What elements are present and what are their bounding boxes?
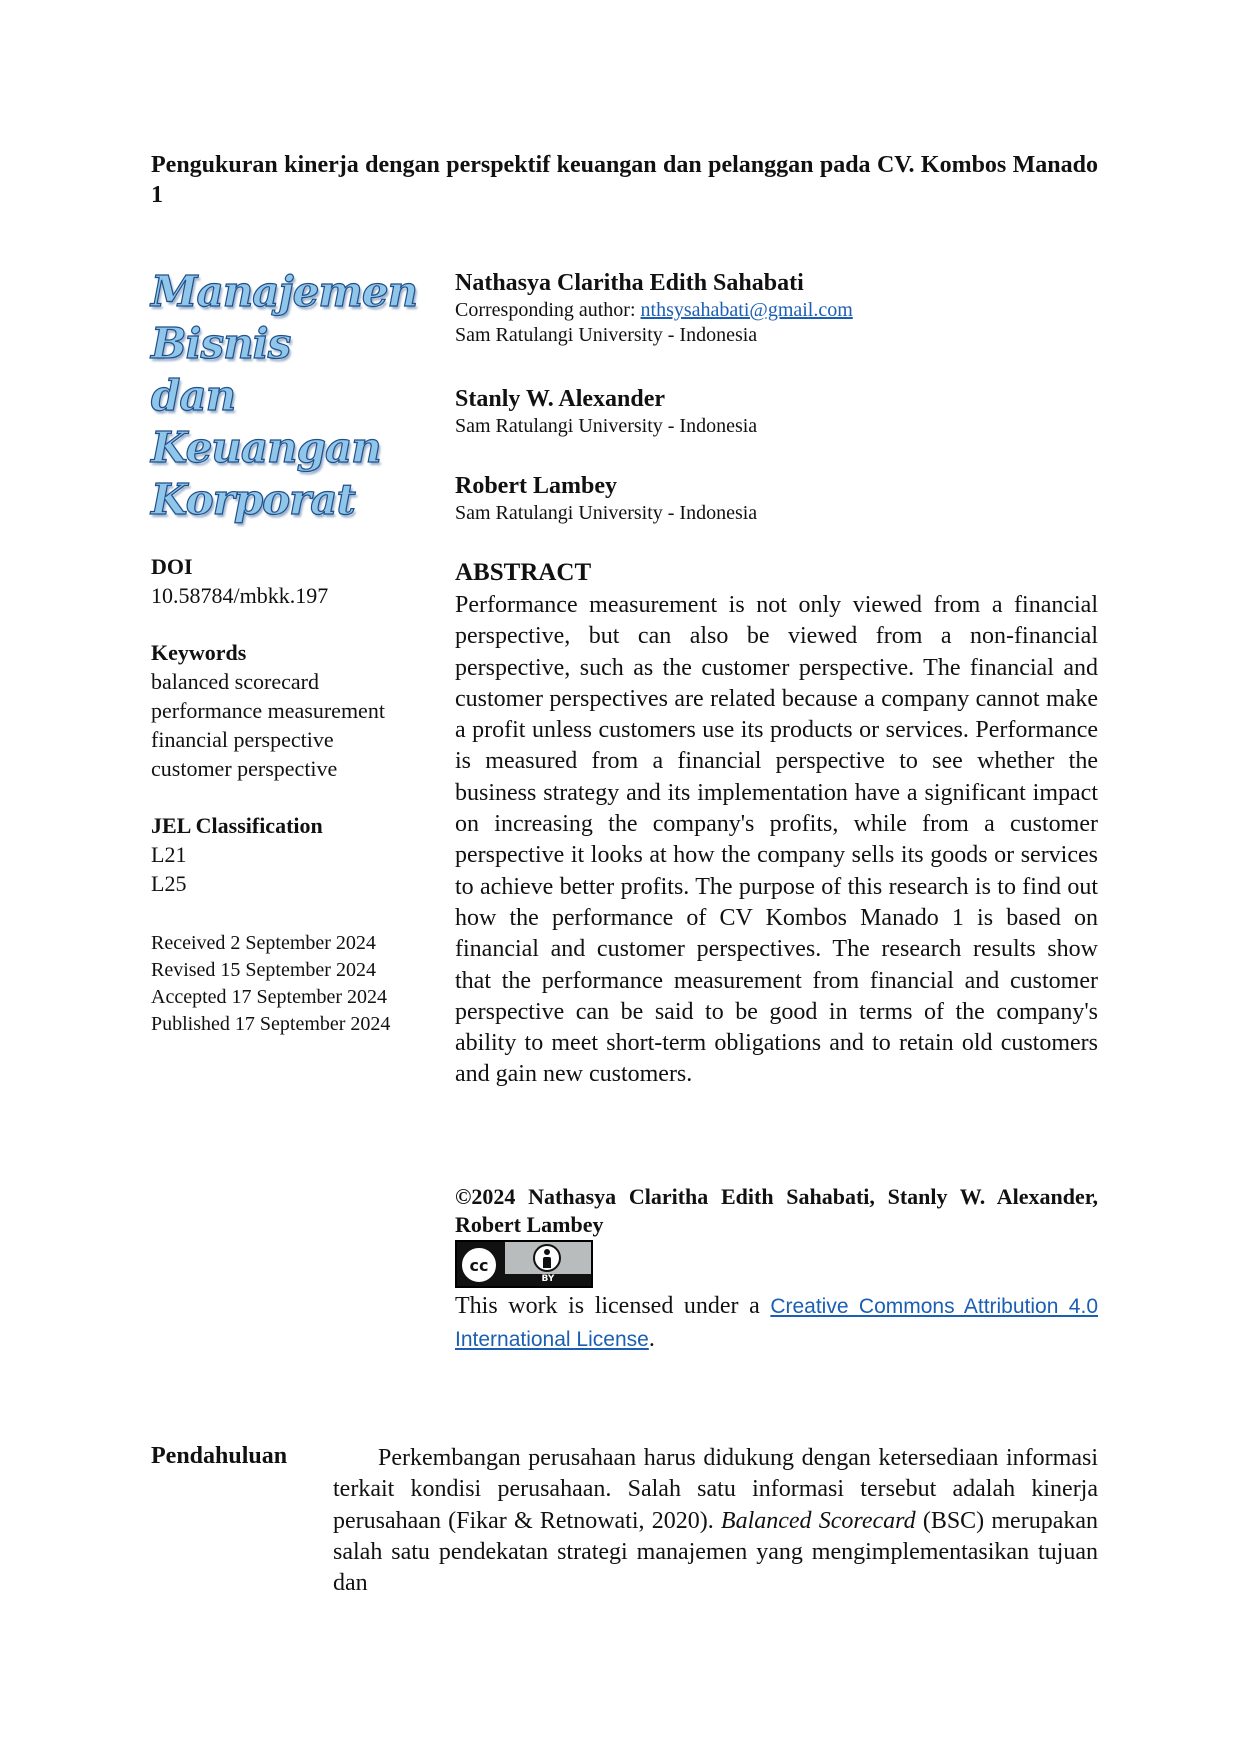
dates-block: Received 2 September 2024 Revised 15 Sep… bbox=[151, 930, 441, 1038]
date-published: Published 17 September 2024 bbox=[151, 1013, 391, 1035]
keyword-item: financial perspective bbox=[151, 727, 334, 752]
intro-paragraph: Perkembangan perusahaan harus didukung d… bbox=[333, 1443, 1098, 1599]
corresponding-label: Corresponding author: bbox=[455, 299, 641, 321]
logo-line: Korporat bbox=[150, 474, 356, 524]
logo-line: Bisnis bbox=[150, 318, 291, 368]
keywords-block: Keywords balanced scorecard performance … bbox=[151, 638, 441, 783]
copyright-notice: ©2024 Nathasya Claritha Edith Sahabati, … bbox=[455, 1184, 1098, 1237]
license-link[interactable]: Creative Commons Attribution 4.0 Interna… bbox=[455, 1295, 1098, 1351]
author-affiliation: Sam Ratulangi University - Indonesia bbox=[455, 502, 758, 524]
date-received: Received 2 September 2024 bbox=[151, 932, 376, 954]
journal-logo: Manajemen Bisnis dan Keuangan Korporat bbox=[150, 266, 421, 526]
jel-block: JEL Classification L21 L25 bbox=[151, 811, 441, 898]
author-name: Nathasya Claritha Edith Sahabati bbox=[455, 270, 804, 296]
author-affiliation: Sam Ratulangi University - Indonesia bbox=[455, 324, 758, 346]
author-3: Robert Lambey Sam Ratulangi University -… bbox=[455, 471, 1098, 526]
jel-item: L21 bbox=[151, 842, 187, 867]
by-label: BY bbox=[541, 1274, 555, 1284]
intro-text: Perkembangan perusahaan harus didukung d… bbox=[333, 1445, 1098, 1534]
intro-heading: Pendahuluan bbox=[151, 1443, 288, 1469]
attribution-person-icon bbox=[533, 1244, 561, 1272]
keyword-item: performance measurement bbox=[151, 698, 385, 723]
author-email-link[interactable]: nthsysahabati@gmail.com bbox=[640, 299, 853, 321]
paper-title: Pengukuran kinerja dengan perspektif keu… bbox=[151, 152, 1098, 208]
logo-line: Manajemen bbox=[150, 266, 418, 316]
abstract-text: Performance measurement is not only view… bbox=[455, 592, 1098, 1088]
author-name: Robert Lambey bbox=[455, 473, 617, 499]
keyword-item: customer perspective bbox=[151, 756, 338, 781]
jel-label: JEL Classification bbox=[151, 813, 323, 838]
jel-item: L25 bbox=[151, 871, 187, 896]
doi-label: DOI bbox=[151, 554, 193, 579]
author-1: Nathasya Claritha Edith Sahabati Corresp… bbox=[455, 268, 1098, 348]
abstract-heading: ABSTRACT bbox=[455, 559, 592, 586]
logo-line: dan bbox=[150, 370, 236, 420]
keyword-item: balanced scorecard bbox=[151, 669, 319, 694]
date-revised: Revised 15 September 2024 bbox=[151, 959, 376, 981]
license-suffix: . bbox=[648, 1326, 655, 1352]
doi-block: DOI 10.58784/mbkk.197 bbox=[151, 552, 441, 610]
intro-italic-term: Balanced Scorecard bbox=[720, 1507, 916, 1534]
author-2: Stanly W. Alexander Sam Ratulangi Univer… bbox=[455, 384, 1098, 439]
author-affiliation: Sam Ratulangi University - Indonesia bbox=[455, 415, 758, 437]
author-name: Stanly W. Alexander bbox=[455, 386, 666, 412]
logo-line: Keuangan bbox=[150, 422, 382, 472]
date-accepted: Accepted 17 September 2024 bbox=[151, 986, 388, 1008]
cc-by-badge[interactable]: cc BY bbox=[455, 1240, 593, 1288]
intro-text-continued: (BSC) merupakan salah satu pendekatan st… bbox=[333, 1507, 1098, 1597]
keywords-label: Keywords bbox=[151, 640, 247, 665]
license-prefix: This work is licensed under a bbox=[455, 1293, 771, 1319]
doi-value: 10.58784/mbkk.197 bbox=[151, 583, 329, 608]
license-statement: This work is licensed under a Creative C… bbox=[455, 1290, 1098, 1356]
cc-icon: cc bbox=[459, 1245, 499, 1285]
corresponding-author: Corresponding author: nthsysahabati@gmai… bbox=[455, 298, 1098, 323]
